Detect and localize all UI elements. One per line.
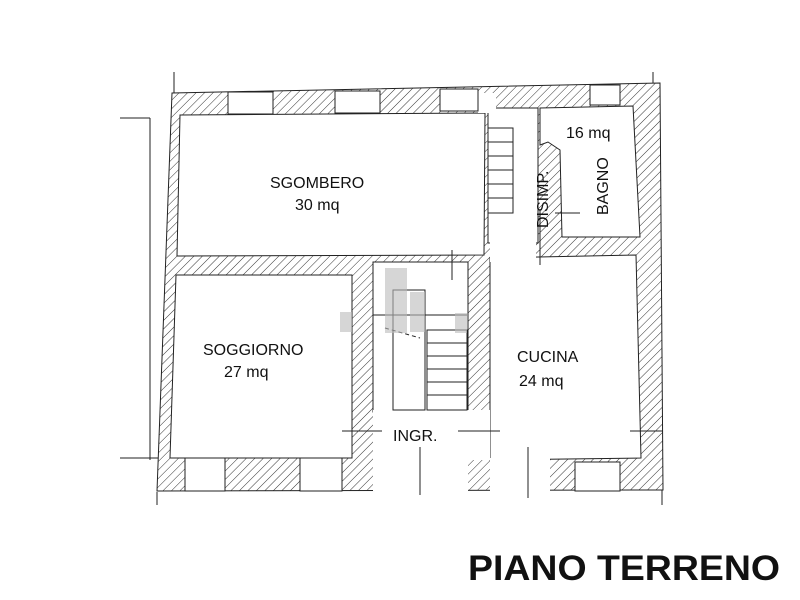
room-area-sgombero: 30 mq	[295, 197, 339, 214]
floor-title: PIANO TERRENO	[468, 549, 780, 588]
room-sgombero	[176, 112, 486, 257]
room-area-bagno: 16 mq	[566, 125, 610, 142]
doorway	[478, 93, 496, 113]
room-area-soggiorno: 27 mq	[224, 364, 268, 381]
window	[184, 457, 226, 492]
room-label-disimpegno: DISIMP.	[535, 171, 552, 229]
doorway	[490, 458, 550, 491]
window	[227, 91, 274, 115]
room-label-ingresso: INGR.	[393, 428, 437, 445]
room-label-bagno: BAGNO	[595, 157, 612, 215]
room-soggiorno	[169, 274, 353, 459]
window	[439, 88, 479, 112]
window	[589, 84, 621, 106]
room-cucina	[489, 254, 642, 461]
watermark-logo	[340, 268, 467, 333]
window	[299, 457, 343, 492]
room-area-cucina: 24 mq	[519, 373, 563, 390]
staircase	[487, 127, 514, 214]
room-label-soggiorno: SOGGIORNO	[203, 342, 303, 359]
doorway	[468, 410, 490, 460]
doorway	[490, 240, 536, 262]
window	[574, 461, 621, 492]
room-label-cucina: CUCINA	[517, 349, 579, 366]
window	[334, 90, 381, 114]
room-label-sgombero: SGOMBERO	[270, 175, 364, 192]
room-bagno	[539, 105, 641, 238]
